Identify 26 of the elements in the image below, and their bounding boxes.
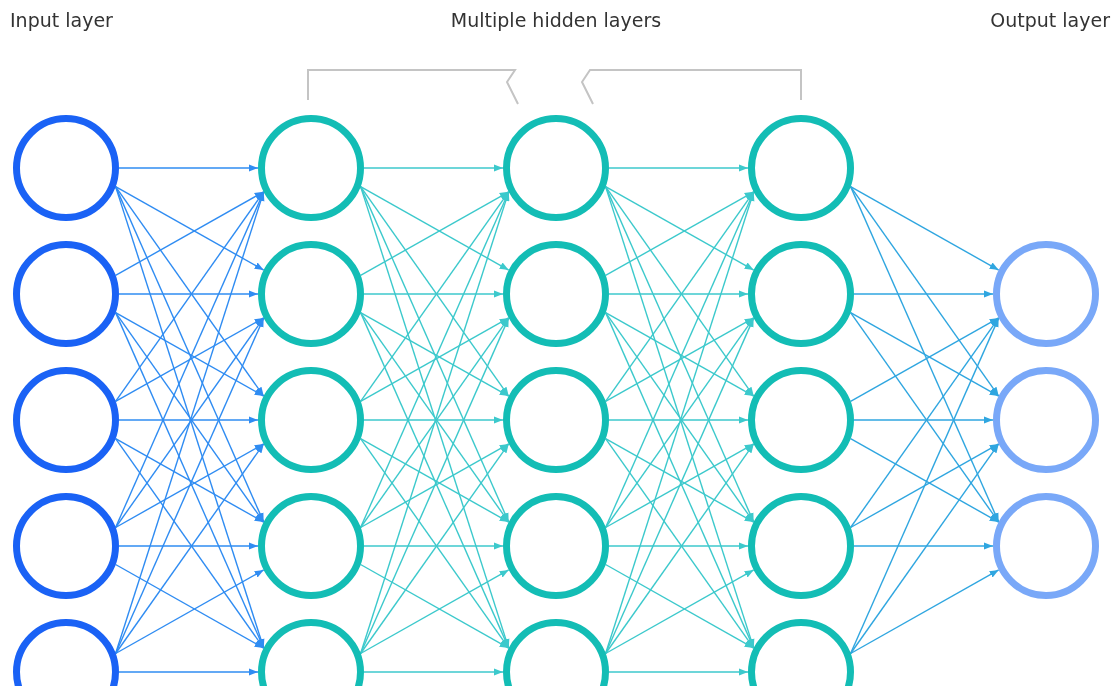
arrow: [608, 164, 749, 172]
arrow: [363, 290, 504, 298]
arrow: [363, 668, 504, 676]
arrow: [608, 290, 749, 298]
arrow: [853, 290, 994, 298]
arrow: [363, 416, 504, 424]
arrow: [849, 185, 1000, 397]
arrow: [853, 416, 994, 424]
arrow: [118, 290, 259, 298]
arrow: [849, 185, 1000, 271]
arrow: [608, 416, 749, 424]
arrow: [849, 185, 1000, 523]
arrow: [853, 542, 994, 550]
arrow: [608, 668, 749, 676]
arrow: [118, 668, 259, 676]
arrow: [608, 542, 749, 550]
layer-heading: Multiple hidden layers: [450, 9, 662, 31]
arrow: [118, 542, 259, 550]
arrow: [363, 164, 504, 172]
layer-heading: Output layer: [990, 9, 1110, 31]
arrow: [118, 416, 259, 424]
arrow: [849, 443, 1000, 655]
arrow: [118, 164, 259, 172]
arrow: [849, 569, 1000, 655]
layer-heading: Input layer: [10, 9, 113, 31]
arrow: [363, 542, 504, 550]
